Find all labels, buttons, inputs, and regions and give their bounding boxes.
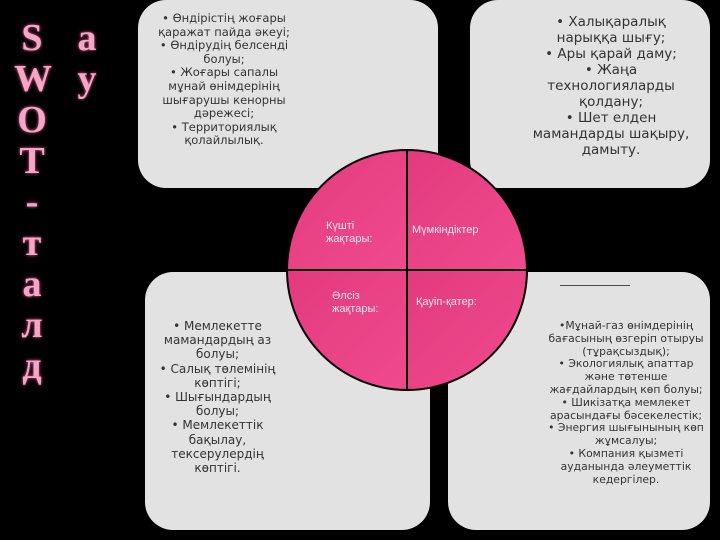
title-letter: д	[22, 345, 42, 387]
list-item: • Жаңа технологияларды қолдану;	[547, 62, 675, 110]
title-letter: а	[22, 263, 42, 305]
list-item: •Мұнай-газ өнімдерінің бағасының өзгеріп…	[548, 319, 704, 358]
list-item: • Салық төлемінің көптігі;	[159, 361, 276, 390]
decorative-line	[560, 285, 630, 286]
title-letter: а	[77, 17, 97, 59]
list-item: • Шығындардың болуы;	[164, 390, 271, 419]
list-item: • Экологиялық апаттар және төтенше жағда…	[549, 357, 703, 396]
list-item: • Халықаралық нарыққа шығу;	[556, 14, 666, 46]
list-item: • Энергия шығынының көп жұмсалуы;	[548, 421, 704, 448]
title-letter: -	[25, 181, 39, 223]
opportunities-quadrant	[406, 148, 529, 271]
threats-box: •Мұнай-газ өнімдерінің бағасының өзгеріп…	[448, 272, 710, 530]
title-letter: л	[21, 304, 43, 346]
title-letter: T	[19, 140, 45, 182]
weaknesses-label: Әлсіз жақтары:	[332, 290, 379, 315]
title-letter: W	[14, 58, 52, 100]
list-item: • Шикізатқа мемлекет арасындағы бәсекеле…	[550, 395, 702, 422]
weaknesses-quadrant	[285, 269, 408, 392]
threats-quadrant	[406, 269, 529, 392]
list-item: • Компания қызметі ауданында әлеуметтік …	[560, 446, 692, 486]
list-item: • Өндірістің жоғары қаражат пайда әкеуі;	[158, 11, 290, 39]
title-letter: т	[22, 222, 42, 264]
opportunities-label: Мүмкіндіктер	[412, 224, 479, 236]
opportunities-box: • Халықаралық нарыққа шығу;• Ары қарай д…	[470, 0, 710, 188]
list-item: • Территориялық қолайлылық.	[171, 119, 277, 148]
strengths-quadrant	[285, 148, 408, 271]
list-item: • Мемлекеттік бақылау, тексерулердің көп…	[171, 418, 264, 476]
list-item: • Мемлекетте мамандардың аз болуы;	[163, 319, 272, 362]
list-item: • Өндірудің белсенді болуы;	[159, 38, 289, 66]
title-letter: O	[17, 99, 47, 141]
weaknesses-box: • Мемлекетте мамандардың аз болуы;• Салы…	[145, 272, 430, 530]
title-letter: S	[21, 17, 43, 59]
list-item: • Жоғары сапалы мұнай өнімдерінің шығару…	[162, 65, 286, 121]
list-item: • Ары қарай даму;	[545, 46, 677, 62]
title-letter: у	[77, 58, 97, 100]
list-item: • Шет елден мамандарды шақыру, дамыту.	[532, 110, 690, 158]
strengths-label: Күшті жақтары:	[326, 220, 373, 245]
threats-label: Қауіп-қатер:	[416, 296, 477, 308]
